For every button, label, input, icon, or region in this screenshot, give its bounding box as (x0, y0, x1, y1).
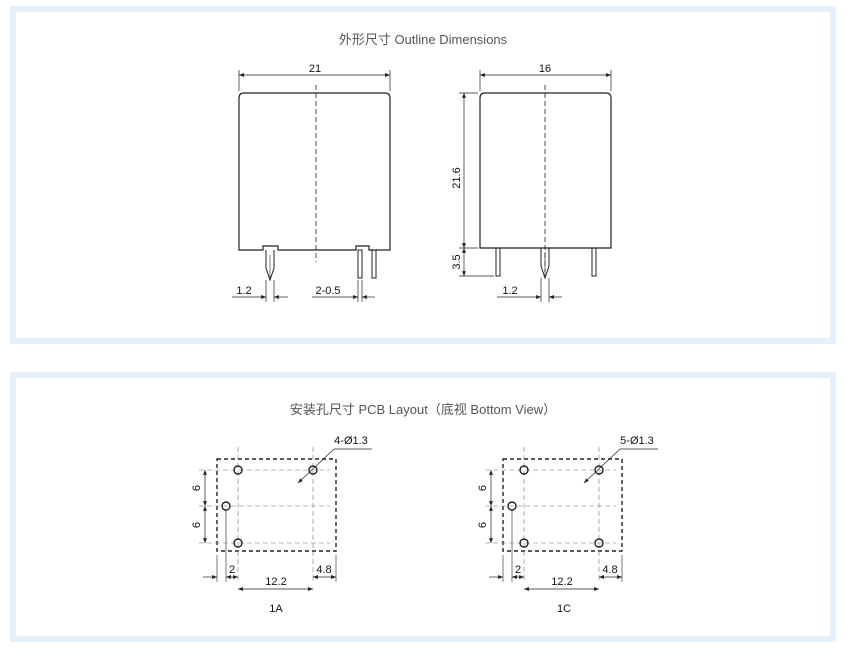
front-width-label: 21 (309, 63, 321, 75)
pcb-1c-v2-label: 6 (477, 522, 489, 528)
side-view (459, 70, 612, 302)
front-view (232, 70, 391, 302)
outline-title: 外形尺寸 Outline Dimensions (338, 32, 508, 47)
pcb-title: 安装孔尺寸 PCB Layout（底视 Bottom View） (289, 402, 557, 417)
pcb-1c-v1-label: 6 (477, 485, 489, 491)
front-pin-width-label: 2-0.5 (315, 285, 340, 297)
pcb-1a-d3-label: 4.8 (316, 564, 331, 576)
pcb-1a-name: 1A (269, 603, 283, 615)
pcb-1a-holes-label: 4-Ø1.3 (334, 435, 368, 447)
side-width-label: 16 (539, 63, 551, 75)
pcb-1c-d2-label: 12.2 (551, 576, 572, 588)
pcb-1a-d2-label: 12.2 (265, 576, 286, 588)
pcb-layout-1c (485, 447, 658, 591)
side-pin-length-label: 3.5 (451, 254, 463, 269)
pcb-panel: 安装孔尺寸 PCB Layout（底视 Bottom View） (10, 372, 836, 642)
pcb-1c-holes-label: 5-Ø1.3 (620, 435, 654, 447)
pcb-1c-d3-label: 4.8 (602, 564, 617, 576)
side-height-label: 21.6 (451, 167, 463, 188)
pcb-1a-d1-label: 2 (229, 564, 235, 576)
side-pin-label: 1.2 (502, 285, 517, 297)
front-pin-label: 1.2 (236, 285, 251, 297)
outline-panel: 外形尺寸 Outline Dimensions (10, 6, 836, 344)
pcb-1c-name: 1C (557, 603, 571, 615)
pcb-1c-d1-label: 2 (515, 564, 521, 576)
pcb-layout-1a (199, 447, 372, 591)
pcb-1a-v1-label: 6 (191, 485, 203, 491)
pcb-1a-v2-label: 6 (191, 522, 203, 528)
